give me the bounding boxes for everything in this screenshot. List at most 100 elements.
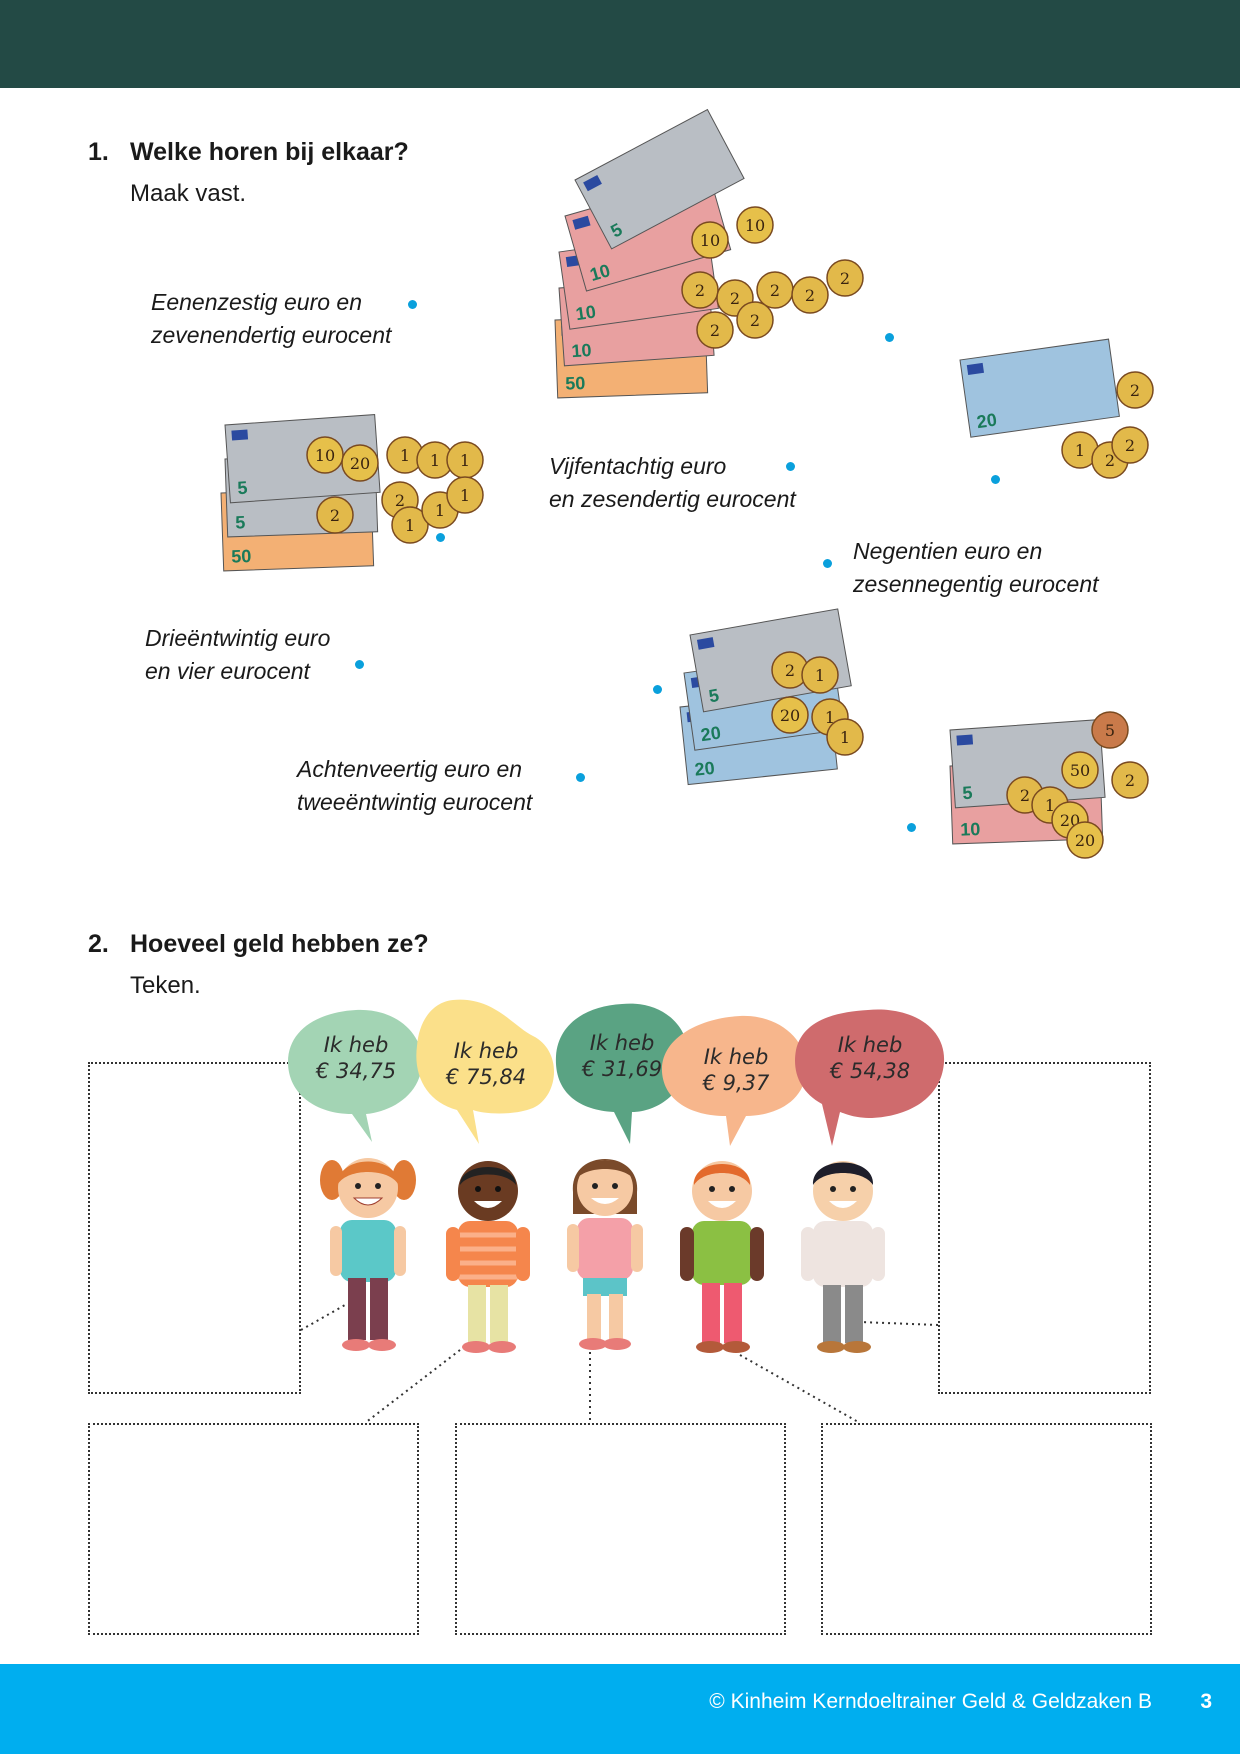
footer-copyright: © Kinheim Kerndoeltrainer Geld & Geldzak…: [709, 1690, 1152, 1713]
svg-text:2: 2: [710, 321, 720, 340]
answer-box-bottom-middle[interactable]: [455, 1423, 786, 1635]
bubble-text: Ik heb€ 75,84: [413, 1038, 559, 1090]
bubble-line: Ik heb: [323, 1033, 389, 1057]
bubble-shape: [288, 1009, 423, 1142]
connect-dot[interactable]: [653, 685, 662, 694]
kid-boy-striped: [446, 1161, 530, 1353]
svg-text:10: 10: [700, 231, 720, 250]
speech-bubble-1: Ik heb€ 34,75: [286, 1004, 426, 1144]
svg-text:1: 1: [1075, 441, 1085, 460]
svg-text:1: 1: [405, 516, 415, 535]
answer-box-left[interactable]: [88, 1062, 301, 1394]
coin-20: 20: [771, 696, 809, 734]
answer-box-bottom-left[interactable]: [88, 1423, 419, 1635]
coin-2: 2: [1116, 371, 1154, 409]
coin-20: 20: [1066, 821, 1104, 859]
phrase-line: Eenenzestig euro en: [151, 289, 362, 315]
svg-text:2: 2: [395, 491, 405, 510]
connect-dot[interactable]: [907, 823, 916, 832]
coin-2: 2: [316, 496, 354, 534]
banknote-20: 20: [959, 338, 1120, 438]
phrase-line: Achtenveertig euro en: [297, 756, 523, 782]
phrase-line: tweeëntwintig eurocent: [297, 789, 533, 815]
bubble-text: Ik heb€ 31,69: [552, 1030, 692, 1082]
speech-bubble-4: Ik heb€ 9,37: [660, 1012, 812, 1148]
svg-text:2: 2: [1125, 436, 1135, 455]
svg-text:10: 10: [315, 446, 335, 465]
question-2-title: Hoeveel geld hebben ze?: [130, 930, 429, 958]
connect-dot[interactable]: [576, 773, 585, 782]
coin-10: 10: [736, 206, 774, 244]
svg-text:1: 1: [460, 486, 470, 505]
banknote-5: 5: [224, 414, 381, 504]
coin-1: 1: [801, 656, 839, 694]
phrase-line: zevenendertig eurocent: [151, 322, 392, 348]
svg-text:20: 20: [350, 454, 370, 473]
svg-text:1: 1: [825, 708, 835, 727]
coin-2: 2: [696, 311, 734, 349]
kid-boy-green-shirt: [680, 1161, 764, 1353]
phrase-line: Negentien euro en: [853, 538, 1043, 564]
coin-1: 1: [826, 718, 864, 756]
svg-text:2: 2: [840, 269, 850, 288]
phrase-23-04: Drieëntwintig euro en vier eurocent: [145, 622, 330, 688]
svg-text:2: 2: [1125, 771, 1135, 790]
coin-10: 10: [306, 436, 344, 474]
question-1-instruction: Maak vast.: [130, 180, 247, 207]
svg-text:5: 5: [707, 685, 720, 706]
phrase-85-36: Vijfentachtig euro en zesendertig euroce…: [549, 450, 796, 516]
svg-text:2: 2: [1020, 786, 1030, 805]
svg-text:20: 20: [975, 410, 998, 433]
phrase-19-96: Negentien euro en zesennegentig eurocent: [853, 535, 1099, 601]
svg-text:50: 50: [1070, 761, 1090, 780]
connect-dot[interactable]: [355, 660, 364, 669]
svg-text:5: 5: [1105, 721, 1115, 740]
connect-dot[interactable]: [823, 559, 832, 568]
phrase-line: en vier eurocent: [145, 658, 310, 684]
svg-text:2: 2: [785, 661, 795, 680]
svg-text:20: 20: [694, 758, 716, 780]
bubble-line: € 75,84: [445, 1065, 527, 1089]
kid-girl-brown-hair: [567, 1159, 643, 1350]
svg-text:2: 2: [730, 289, 740, 308]
header-bar: [0, 0, 1240, 88]
svg-text:10: 10: [574, 302, 597, 325]
bubble-line: € 54,38: [829, 1059, 911, 1083]
question-2-instruction: Teken.: [130, 972, 201, 999]
svg-text:10: 10: [571, 340, 592, 361]
bubble-text: Ik heb€ 54,38: [792, 1032, 948, 1084]
svg-text:2: 2: [330, 506, 340, 525]
svg-text:10: 10: [960, 819, 981, 840]
connect-dot[interactable]: [786, 462, 795, 471]
coin-2: 2: [1111, 426, 1149, 464]
svg-text:1: 1: [435, 501, 445, 520]
bubble-line: Ik heb: [703, 1045, 769, 1069]
connect-dot[interactable]: [408, 300, 417, 309]
svg-text:5: 5: [237, 478, 248, 499]
bubble-line: Ik heb: [453, 1039, 519, 1063]
connect-dot[interactable]: [436, 533, 445, 542]
svg-text:2: 2: [1130, 381, 1140, 400]
coin-50: 50: [1061, 751, 1099, 789]
answer-box-bottom-right[interactable]: [821, 1423, 1152, 1635]
connect-dot[interactable]: [991, 475, 1000, 484]
svg-text:50: 50: [231, 546, 252, 567]
connect-dot[interactable]: [885, 333, 894, 342]
phrase-line: en zesendertig eurocent: [549, 486, 796, 512]
coin-2: 2: [681, 271, 719, 309]
svg-text:2: 2: [750, 311, 760, 330]
answer-box-right[interactable]: [938, 1062, 1151, 1394]
phrase-61-37: Eenenzestig euro en zevenendertig euroce…: [151, 286, 391, 352]
svg-text:20: 20: [1075, 831, 1095, 850]
bubble-text: Ik heb€ 9,37: [660, 1044, 812, 1096]
bubble-shape: [416, 999, 555, 1144]
svg-text:5: 5: [235, 512, 246, 532]
svg-text:10: 10: [745, 216, 765, 235]
question-1-title: Welke horen bij elkaar?: [130, 138, 409, 166]
